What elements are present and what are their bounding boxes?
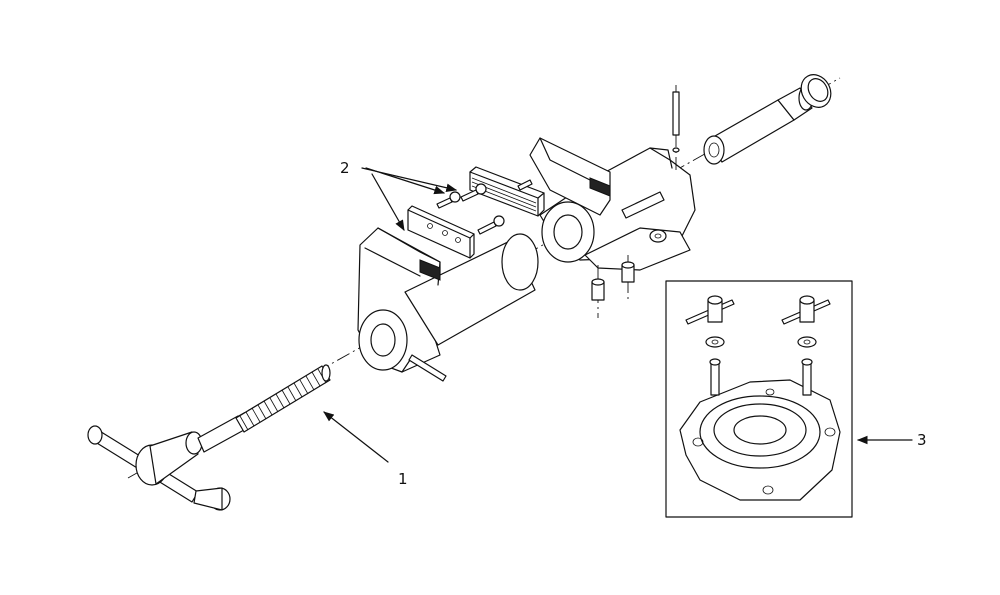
callout-3-label: 3 [917,431,927,449]
jaw-plate-front [407,205,475,259]
callout-2-arrow-c [371,173,405,231]
callout-1-arrow [323,411,389,463]
swivel-base-inset [665,280,853,518]
jaw-plate-rear [469,166,545,217]
rear-body [529,137,696,271]
top-pin [672,85,680,170]
retaining-ring [800,74,832,108]
jaw-screws [436,179,533,235]
screw-nut-sleeve [703,85,814,165]
lock-handle-left [685,295,735,396]
lock-handle-right [781,295,831,396]
swivel-base [679,379,841,501]
main-screw-handle [87,364,331,511]
callout-1-label: 1 [398,470,408,488]
front-jaw [357,227,539,382]
callout-2-label: 2 [340,159,350,177]
dowel-pins [591,255,635,318]
callout-2-arrow-b [365,167,446,195]
